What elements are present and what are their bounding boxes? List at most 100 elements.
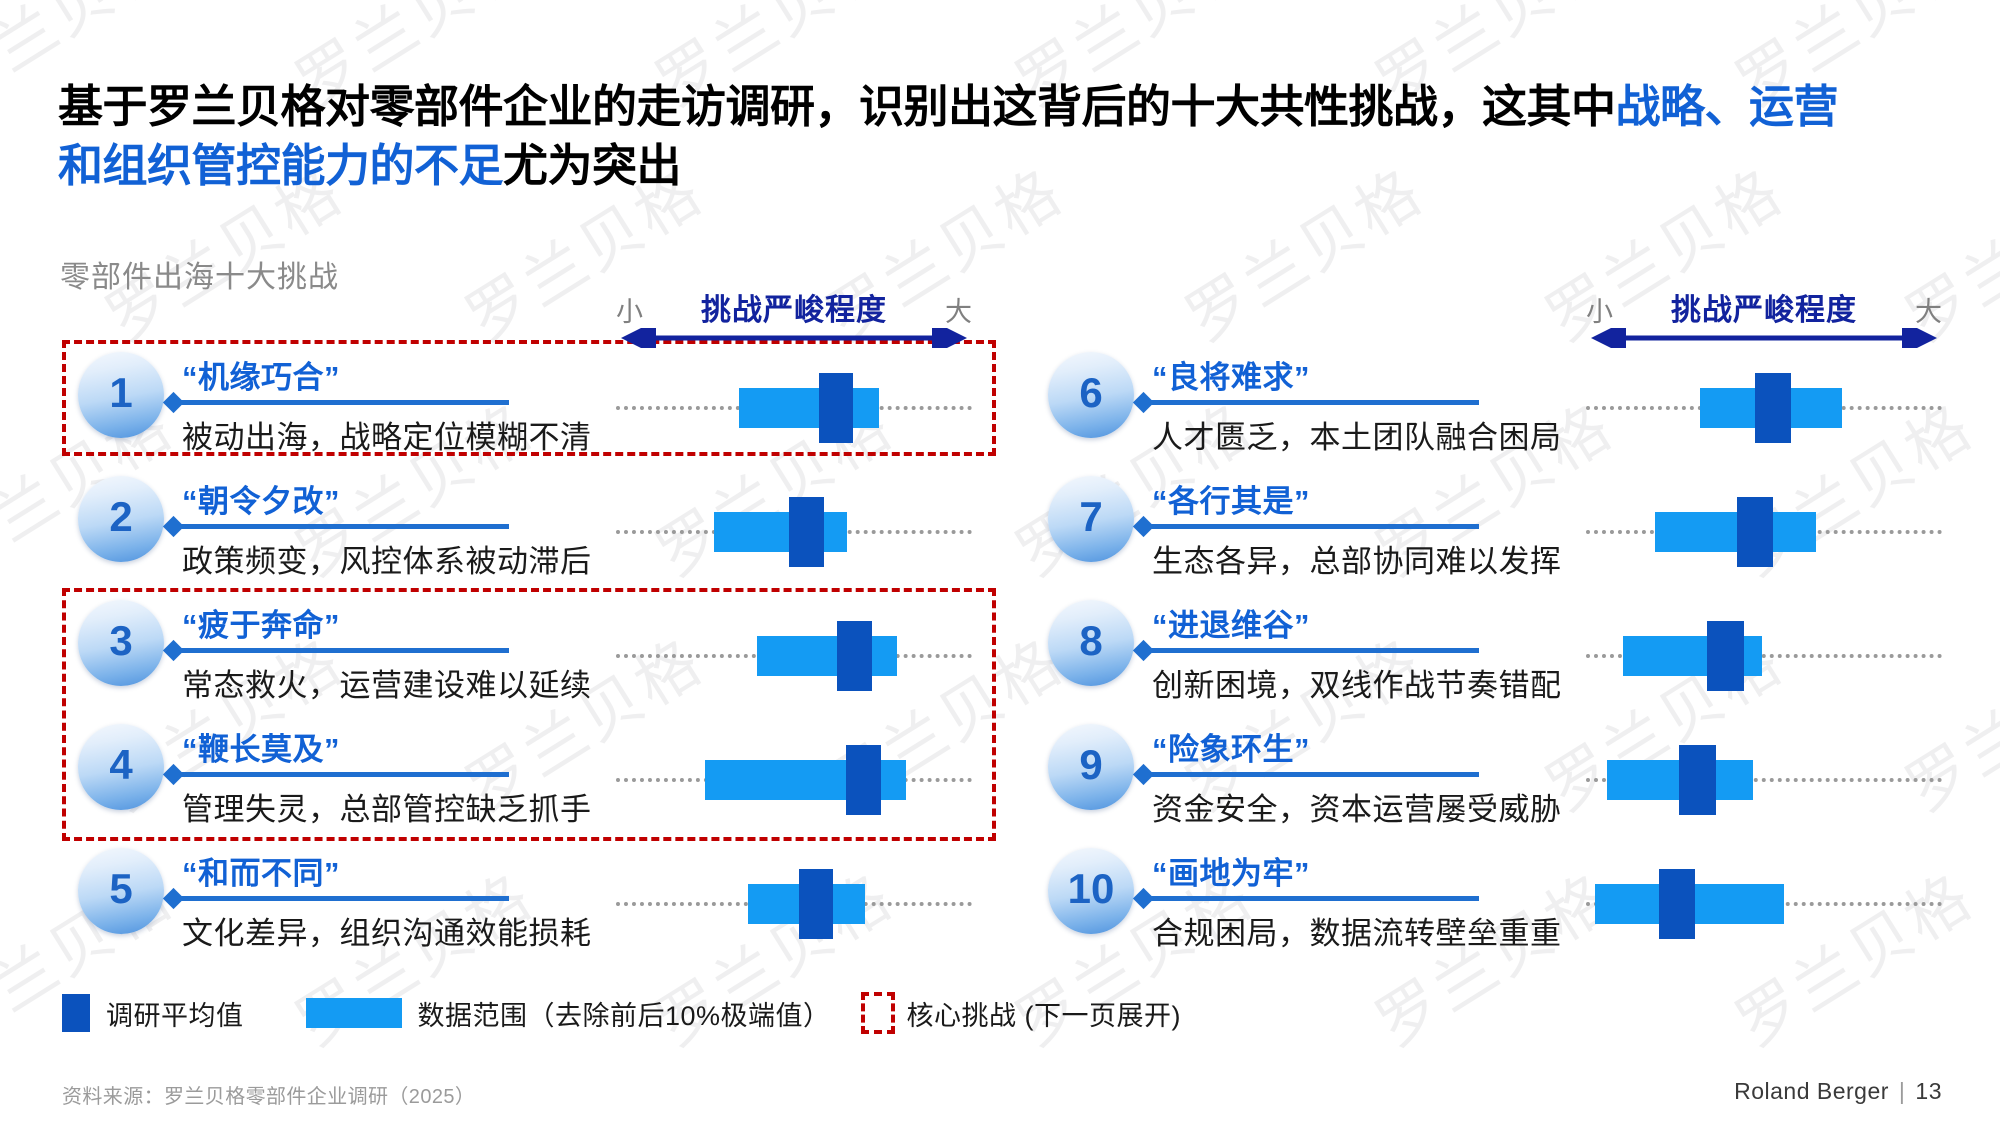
item-number-label: 1 (109, 369, 133, 416)
survey-mean-marker (845, 745, 882, 815)
item-number-label: 6 (1079, 369, 1103, 416)
legend-item-core: 核心挑战 (下一页展开) (860, 992, 1182, 1034)
item-quote-title: “险象环生” (1152, 732, 1310, 767)
survey-mean-marker (1755, 373, 1791, 443)
item-number-badge: 1 (78, 352, 164, 438)
footer-separator: | (1898, 1078, 1906, 1104)
item-number-label: 3 (109, 617, 133, 664)
item-number-badge: 5 (78, 848, 164, 934)
challenge-item[interactable]: 8 “进退维谷” 创新困境，双线作战节奏错配 (1048, 600, 1561, 710)
challenge-item[interactable]: 9“险象环生”资金安全，资本运营屡受威胁 (1048, 724, 1561, 834)
survey-mean-marker (799, 869, 834, 939)
title-line2-highlight: 和组织管控能力的不足 (58, 139, 504, 191)
severity-range-chart (1586, 858, 1942, 950)
challenge-item[interactable]: 5 “和而不同” 文化差异，组织沟通效能损耗 (78, 848, 591, 958)
severity-range-chart (616, 734, 972, 826)
item-description: 人才匮乏，本土团队融合困局 (1152, 420, 1562, 455)
data-range-bar (713, 512, 848, 552)
item-divider-rule (174, 648, 509, 653)
challenge-item[interactable]: 6 “良将难求” 人才匮乏，本土团队融合困局 (1048, 352, 1561, 462)
severity-range-chart (1586, 610, 1942, 702)
legend-item-mean: 调研平均值 (62, 994, 244, 1033)
legend-label-core: 核心挑战 (下一页展开) (906, 1000, 1182, 1031)
survey-mean-marker (1707, 621, 1745, 691)
item-description: 生态各异，总部协同难以发挥 (1152, 544, 1562, 579)
severity-range-chart (616, 362, 972, 454)
legend-item-range: 数据范围（去除前后10%极端值） (305, 994, 831, 1033)
item-number-badge: 4 (78, 724, 164, 810)
axis-label-large-right: 大 (1915, 297, 1942, 327)
challenge-item[interactable]: 1 “机缘巧合” 被动出海，战略定位模糊不清 (78, 352, 591, 462)
item-quote-title: “各行其是” (1152, 484, 1310, 519)
item-description: 管理失灵，总部管控缺乏抓手 (182, 792, 592, 827)
axis-label-large-left: 大 (945, 297, 972, 327)
severity-range-chart (616, 610, 972, 702)
item-divider-rule (1144, 400, 1479, 405)
survey-mean-marker (788, 497, 825, 567)
item-divider-rule (174, 524, 509, 529)
chart-baseline-dots (1586, 654, 1942, 658)
item-number-badge: 3 (78, 600, 164, 686)
item-number-badge: 7 (1048, 476, 1134, 562)
item-description: 资金安全，资本运营屡受威胁 (1152, 792, 1562, 827)
data-range-bar (738, 388, 880, 428)
severity-range-chart (616, 486, 972, 578)
item-divider-rule (1144, 896, 1479, 901)
item-number-label: 5 (109, 865, 133, 912)
title-line1-highlight: 战略、运营 (1615, 81, 1839, 132)
challenge-item[interactable]: 3“疲于奔命”常态救火，运营建设难以延续 (78, 600, 591, 710)
item-quote-title: “良将难求” (1152, 360, 1310, 395)
data-range-bar (1655, 512, 1816, 552)
item-divider-rule (1144, 772, 1479, 777)
severity-range-chart (616, 858, 972, 950)
item-number-label: 4 (109, 741, 133, 788)
item-divider-rule (174, 896, 509, 901)
challenge-item[interactable]: 7 “各行其是” 生态各异，总部协同难以发挥 (1048, 476, 1561, 586)
axis-label-small-left: 小 (616, 297, 643, 327)
brand-name: Roland Berger (1734, 1078, 1889, 1104)
survey-mean-marker (1678, 745, 1716, 815)
item-quote-title: “机缘巧合” (182, 360, 340, 395)
challenge-item[interactable]: 4 “鞭长莫及” 管理失灵，总部管控缺乏抓手 (78, 724, 591, 834)
item-quote-title: “和而不同” (182, 856, 340, 891)
title-line2-plain: 尤为突出 (503, 139, 682, 191)
axis-arrow-right (1591, 328, 1937, 348)
page-number: 13 (1915, 1078, 1942, 1104)
data-range-bar (756, 636, 898, 676)
axis-title-right: 挑战严峻程度 (1671, 294, 1857, 327)
core-challenge-box-1 (62, 340, 996, 456)
item-description: 创新困境，双线作战节奏错配 (1152, 668, 1562, 703)
source-note: 资料来源：罗兰贝格零部件企业调研（2025） (62, 1086, 476, 1108)
item-divider-rule (174, 772, 509, 777)
item-divider-rule (174, 400, 509, 405)
item-quote-title: “画地为牢” (1152, 856, 1310, 891)
axis-arrow-left (621, 328, 967, 348)
item-description: 文化差异，组织沟通效能损耗 (182, 916, 592, 951)
challenge-item[interactable]: 2“朝令夕改”政策频变，风控体系被动滞后 (78, 476, 591, 586)
axis-title-left: 挑战严峻程度 (701, 294, 887, 327)
item-number-badge: 10 (1048, 848, 1134, 934)
survey-mean-marker (836, 621, 873, 691)
footer-brand-page: Roland Berger | 13 (1734, 1078, 1942, 1105)
item-description: 被动出海，战略定位模糊不清 (182, 420, 592, 455)
item-quote-title: “鞭长莫及” (182, 732, 340, 767)
axis-header-right: 小 挑战严峻程度 大 (1586, 290, 1942, 350)
challenge-item[interactable]: 10 “画地为牢” 合规困局，数据流转壁垒重重 (1048, 848, 1561, 958)
core-challenge-box-3-4 (62, 588, 996, 841)
survey-mean-marker (818, 373, 853, 443)
legend-swatch-range-icon (305, 998, 402, 1028)
item-number-badge: 8 (1048, 600, 1134, 686)
item-number-label: 10 (1067, 865, 1115, 912)
title-line1-plain: 基于罗兰贝格对零部件企业的走访调研，识别出这背后的十大共性挑战，这其中 (58, 81, 1616, 132)
item-divider-rule (1144, 648, 1479, 653)
severity-range-chart (1586, 362, 1942, 454)
item-description: 合规困局，数据流转壁垒重重 (1152, 916, 1562, 951)
item-divider-rule (1144, 524, 1479, 529)
item-quote-title: “疲于奔命” (182, 608, 340, 643)
item-quote-title: “进退维谷” (1152, 608, 1310, 643)
item-number-badge: 6 (1048, 352, 1134, 438)
chart-subtitle: 零部件出海十大挑战 (60, 261, 339, 294)
page-title: 基于罗兰贝格对零部件企业的走访调研，识别出这背后的十大共性挑战，这其中战略、运营… (58, 78, 1958, 195)
severity-range-chart (1586, 734, 1942, 826)
